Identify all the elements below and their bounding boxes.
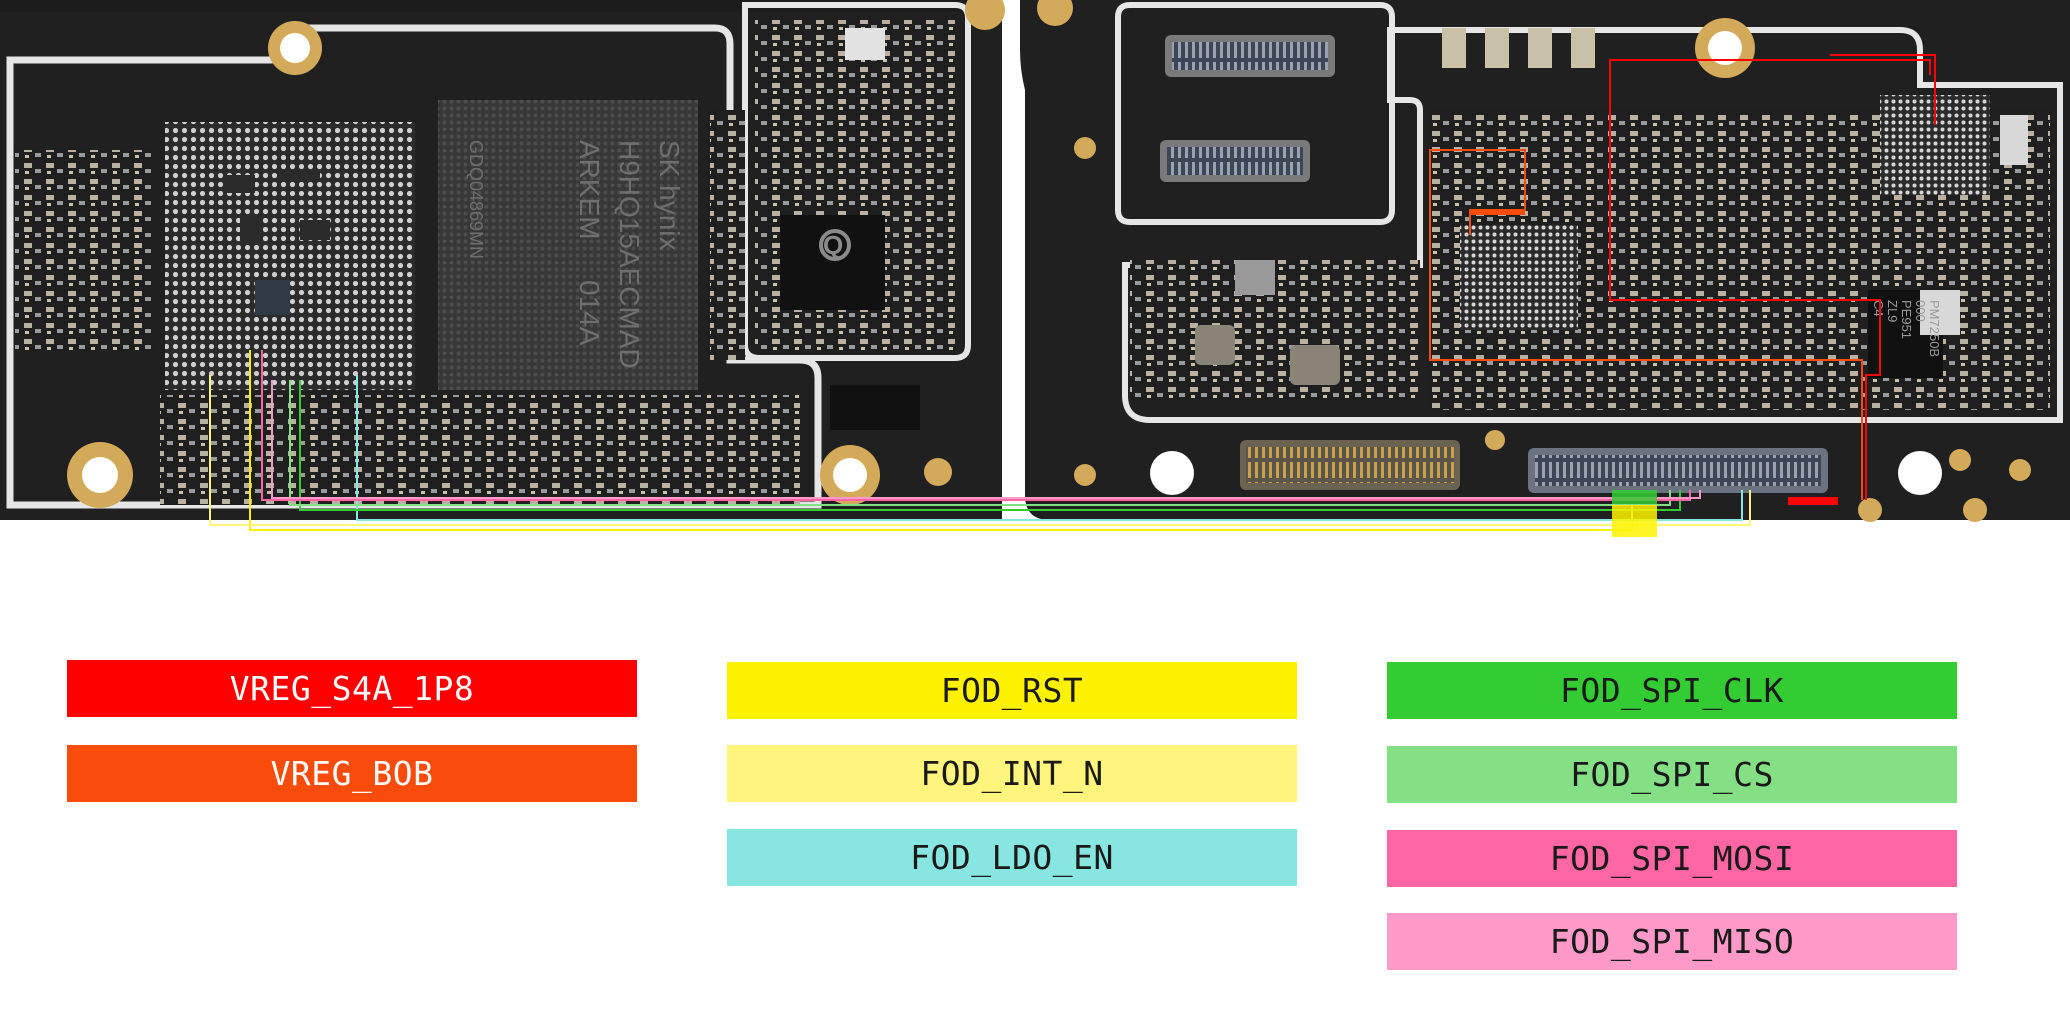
svg-text:PE951: PE951 [1899, 300, 1914, 339]
trace-fod-spi-miso [271, 380, 1701, 499]
svg-text:GDQ04869MN: GDQ04869MN [466, 140, 486, 259]
trace-fod-spi-mosi [261, 350, 1691, 501]
svg-text:H9HQ15AECMAD: H9HQ15AECMAD [614, 140, 645, 369]
pmic-chip-marking: PM7250B 000 PE951 ZL9 C4 [1871, 300, 1942, 357]
svg-text:ZL9: ZL9 [1885, 300, 1900, 322]
left-board [0, 0, 1005, 520]
legend-fod-spi-miso: FOD_SPI_MISO [1387, 913, 1957, 970]
svg-text:PM7250B: PM7250B [1927, 300, 1942, 357]
legend-label: VREG_BOB [270, 754, 434, 793]
qualcomm-logo-mark: Q [823, 230, 843, 260]
svg-text:000: 000 [1913, 300, 1928, 322]
legend-vreg-bob: VREG_BOB [67, 745, 637, 802]
signal-traces [209, 54, 1936, 537]
legend-label: FOD_LDO_EN [910, 838, 1114, 877]
legend-label: FOD_RST [940, 671, 1084, 710]
legend-fod-int-n: FOD_INT_N [727, 745, 1297, 802]
legend-label: VREG_S4A_1P8 [229, 669, 475, 708]
trace-vreg-s4a-1p8 [1609, 59, 1931, 500]
legend-label: FOD_SPI_MOSI [1549, 839, 1795, 878]
legend-fod-ldo-en: FOD_LDO_EN [727, 829, 1297, 886]
legend-fod-spi-clk: FOD_SPI_CLK [1387, 662, 1957, 719]
memory-chip-marking: SK hynix H9HQ15AECMAD ARKEM 014A [574, 140, 685, 369]
svg-text:SK hynix: SK hynix [654, 140, 685, 251]
right-board [1020, 0, 2070, 522]
svg-text:C4: C4 [1871, 300, 1886, 317]
svg-text:014A: 014A [574, 280, 605, 346]
pcb-board-photo: SK hynix H9HQ15AECMAD ARKEM 014A GDQ0486… [0, 0, 2070, 537]
legend-fod-spi-mosi: FOD_SPI_MOSI [1387, 830, 1957, 887]
legend-label: FOD_SPI_CLK [1559, 671, 1785, 710]
legend-fod-rst: FOD_RST [727, 662, 1297, 719]
legend-label: FOD_SPI_MISO [1549, 922, 1795, 961]
memory-chip-side-code: GDQ04869MN [466, 140, 486, 259]
legend-fod-spi-cs: FOD_SPI_CS [1387, 746, 1957, 803]
legend-label: FOD_SPI_CS [1570, 755, 1774, 794]
legend-label: FOD_INT_N [920, 754, 1104, 793]
legend-vreg-s4a-1p8: VREG_S4A_1P8 [67, 660, 637, 717]
trace-fod-int-n [209, 375, 1751, 526]
svg-text:ARKEM: ARKEM [574, 140, 605, 240]
trace-fod-ldo-en [356, 375, 1743, 521]
